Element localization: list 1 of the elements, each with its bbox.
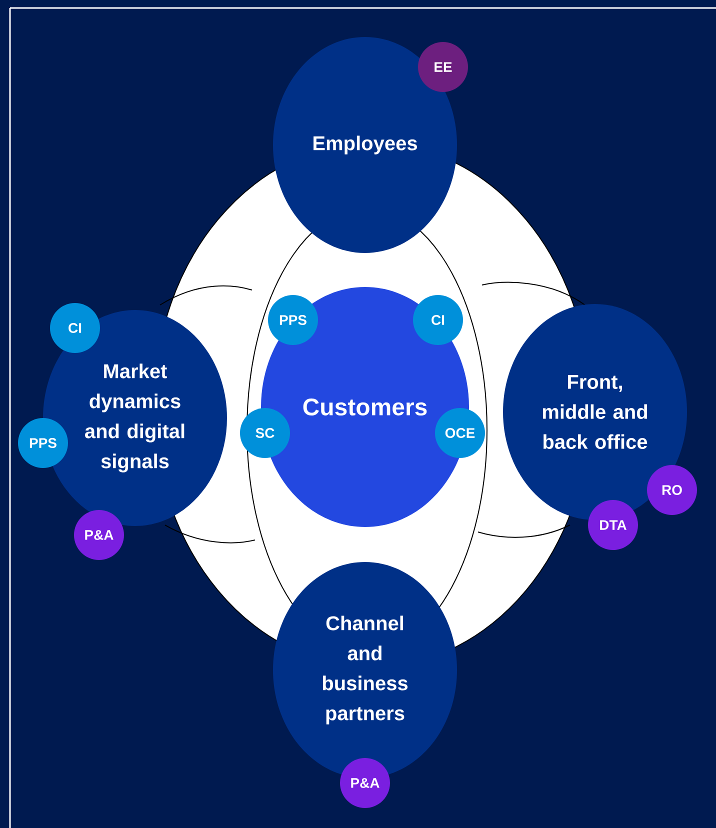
circle-node: Channel and business partners [273, 562, 457, 778]
